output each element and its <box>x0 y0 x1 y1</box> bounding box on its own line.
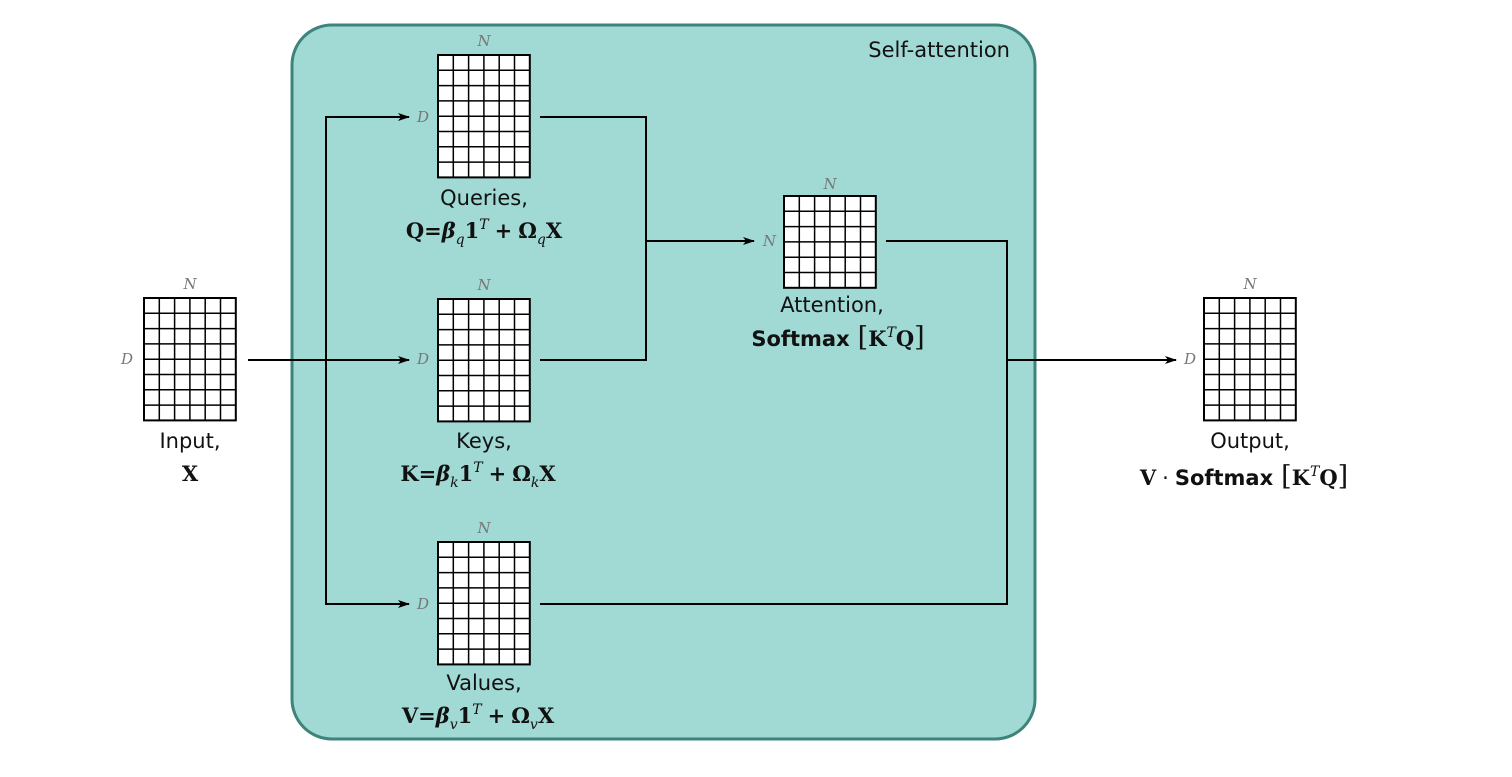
queries-dim-d: D <box>416 108 429 126</box>
matrix-grids <box>143 54 1297 666</box>
input-dim-n: N <box>182 275 197 293</box>
output-dim-n: N <box>1242 275 1257 293</box>
values-matrix <box>437 541 531 666</box>
output-formula: V·Softmax[KTQ] <box>1139 461 1348 492</box>
values-formula: V=βv1T+ΩvX <box>401 702 555 733</box>
values-dim-d: D <box>416 595 429 613</box>
self-attention-box <box>290 23 1037 741</box>
attention-values-merge-line <box>540 240 1008 605</box>
connection-lines <box>248 113 1177 608</box>
queries-dim-n: N <box>476 32 491 50</box>
attention-dim-n: N <box>822 175 837 193</box>
values-dim-n: N <box>476 519 491 537</box>
self-attention-title: Self-attention <box>868 38 1010 62</box>
keys-dim-d: D <box>416 350 429 368</box>
input-label: Input, <box>159 429 220 453</box>
input-symbol: X <box>182 461 199 486</box>
output-dim-d: D <box>1183 350 1196 368</box>
queries-label: Queries, <box>440 186 528 210</box>
keys-label: Keys, <box>456 429 512 453</box>
queries-keys-merge-line <box>540 116 647 361</box>
attention-dim-n-rows: N <box>762 232 777 250</box>
attention-label: Attention, <box>780 293 884 317</box>
queries-matrix <box>437 54 531 179</box>
attention-formula: Softmax[KTQ] <box>751 322 924 353</box>
dimension-labels: N D N D N D N D N N N D <box>120 32 1257 613</box>
attention-matrix <box>783 195 877 289</box>
output-label: Output, <box>1210 429 1290 453</box>
output-matrix <box>1203 297 1297 422</box>
keys-formula: K=βk1T+ΩkX <box>400 460 556 491</box>
values-label: Values, <box>446 671 521 695</box>
keys-dim-n: N <box>476 276 491 294</box>
keys-matrix <box>437 298 531 423</box>
input-matrix <box>143 297 237 422</box>
queries-formula: Q=βq1T+ΩqX <box>406 217 563 248</box>
input-dim-d: D <box>120 350 133 368</box>
